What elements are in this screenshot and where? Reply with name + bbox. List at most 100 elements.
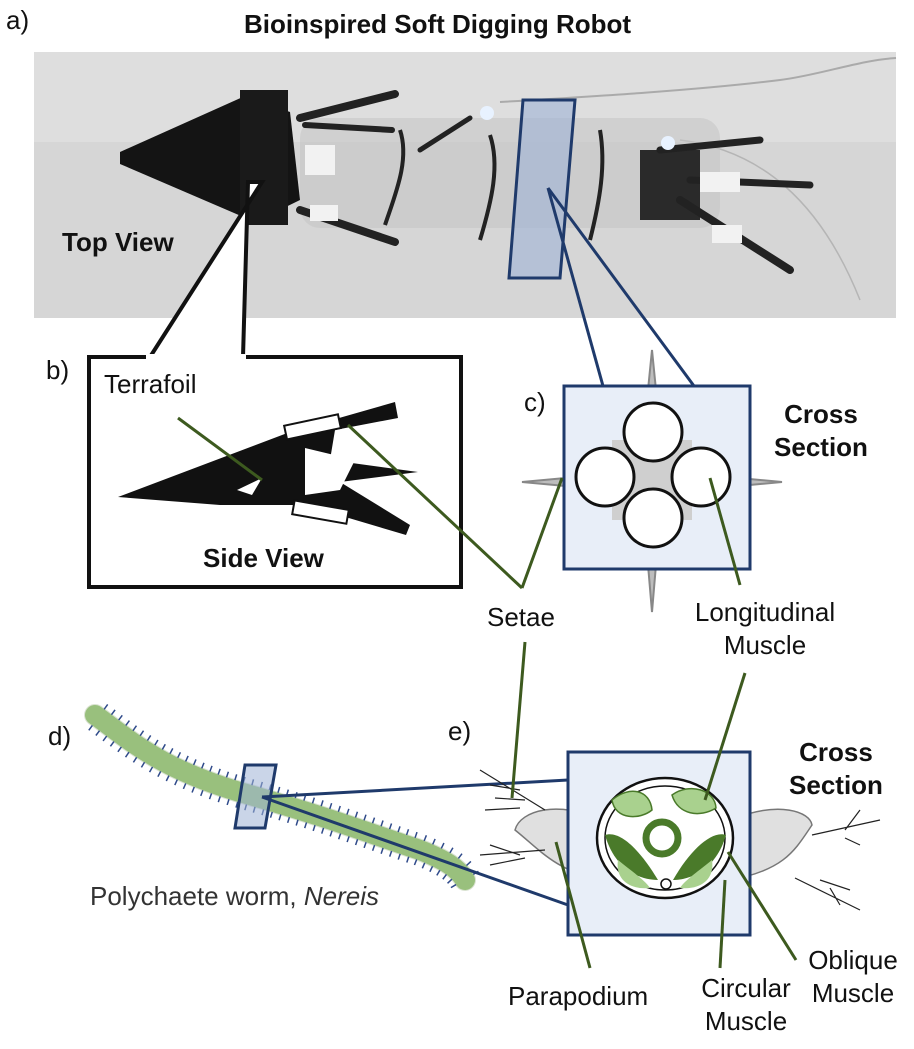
longitudinal-muscle-label: Longitudinal Muscle — [682, 598, 848, 659]
panel-label-b: b) — [46, 355, 70, 385]
worm-seta — [184, 755, 189, 762]
worm-seta — [95, 730, 101, 736]
worm-seta — [169, 748, 174, 755]
worm-seta — [405, 829, 410, 836]
leader-lines — [177, 416, 798, 969]
worm-seta — [337, 805, 341, 812]
worm-seta — [329, 802, 333, 810]
panel-label-d: d) — [48, 721, 72, 751]
setae-label: Setae — [487, 602, 555, 632]
worm-seta — [140, 761, 146, 768]
circular-muscle-label: Circular Muscle — [690, 974, 802, 1035]
top-view-label: Top View — [62, 227, 174, 257]
worm-seta — [312, 824, 316, 832]
worm-seta — [436, 869, 441, 876]
worm-seta — [182, 783, 187, 790]
worm-seta — [132, 725, 138, 732]
worm-seta — [217, 768, 221, 775]
worm-segment-highlight — [233, 763, 278, 830]
worm-caption: Polychaete worm, Nereis — [90, 882, 379, 911]
worm-seta — [225, 771, 230, 778]
worm-seta — [124, 751, 130, 758]
worm-seta — [440, 842, 445, 849]
worm-seta — [226, 798, 230, 806]
worm-seta — [450, 883, 457, 889]
worm-seta — [125, 720, 130, 726]
worm-seta — [371, 817, 376, 824]
worm-cross-section-line1: Cross — [799, 737, 873, 767]
longitudinal-muscle-line2: Muscle — [723, 629, 807, 660]
worm-seta — [363, 841, 367, 849]
circular-muscle-line1: Circular — [701, 973, 791, 1003]
worm-seta — [278, 814, 282, 821]
worm-seta — [295, 819, 299, 826]
worm-seta — [414, 831, 418, 839]
longitudinal-muscle-line1: Longitudinal — [694, 597, 836, 627]
worm-seta — [217, 796, 221, 803]
worm-seta — [102, 735, 108, 742]
worm-seta — [363, 814, 367, 821]
worm-seta — [442, 874, 448, 880]
worm-seta — [208, 793, 213, 800]
terrafoil-label: Terrafoil — [104, 369, 197, 399]
worm-seta — [406, 856, 410, 863]
worm-cross-section-title: Cross Section — [776, 738, 896, 799]
worm-seta — [157, 771, 162, 778]
worm-seta — [88, 724, 93, 731]
worm-seta — [146, 735, 152, 741]
oblique-muscle-line2: Muscle — [811, 977, 895, 1008]
worm-seta — [346, 836, 350, 843]
worm-seta — [423, 835, 428, 842]
worm-seta — [449, 847, 454, 854]
panel-label-c: c) — [524, 387, 546, 417]
worm-seta — [174, 779, 178, 786]
worm-seta — [354, 811, 359, 818]
worm-seta — [320, 800, 324, 807]
worm-seta — [465, 860, 472, 867]
worm-seta — [346, 808, 350, 815]
worm-seta — [457, 853, 463, 859]
worm-seta — [154, 739, 159, 746]
worm-seta — [132, 756, 138, 763]
worm-seta — [380, 847, 384, 854]
worm-seta — [397, 853, 401, 860]
worm-seta — [110, 709, 116, 716]
worm-caption-text: Polychaete worm, — [90, 881, 304, 911]
robot-photo — [34, 52, 897, 318]
robot-segment-highlight — [507, 98, 577, 280]
parapodium-label: Parapodium — [508, 981, 649, 1011]
robot-cross-section-line1: Cross — [784, 399, 858, 429]
worm-seta — [103, 703, 109, 710]
worm-seta — [117, 746, 122, 753]
worm-seta — [371, 844, 376, 852]
worm-seta — [388, 850, 393, 857]
side-view-label: Side View — [203, 543, 324, 573]
figure-title: Bioinspired Soft Digging Robot — [244, 9, 632, 39]
robot-cross-section-line2: Section — [774, 431, 868, 462]
worm-caption-genus: Nereis — [303, 881, 380, 911]
worm-seta — [429, 866, 434, 873]
panel-label-a: a) — [6, 5, 30, 35]
worm-seta — [286, 816, 291, 824]
worm-seta — [303, 822, 308, 829]
worm-drawing — [84, 703, 569, 907]
worm-seta — [191, 786, 195, 793]
worm-seta — [177, 751, 182, 759]
worm-seta — [192, 759, 197, 766]
worm-seta — [235, 801, 239, 808]
robot-cross-section — [521, 187, 783, 613]
worm-seta — [277, 786, 281, 793]
robot-cross-section-title: Cross Section — [766, 400, 876, 461]
worm-seta — [234, 774, 238, 781]
worm-seta — [201, 762, 205, 769]
worm-seta — [337, 833, 342, 840]
worm-seta — [200, 789, 204, 797]
oblique-muscle-line1: Oblique — [808, 945, 898, 975]
worm-cross-section — [479, 750, 881, 937]
worm-seta — [109, 741, 115, 747]
worm-seta — [447, 878, 453, 884]
worm-seta — [148, 766, 154, 773]
worm-cross-section-line2: Section — [789, 769, 883, 800]
worm-seta — [388, 823, 393, 830]
